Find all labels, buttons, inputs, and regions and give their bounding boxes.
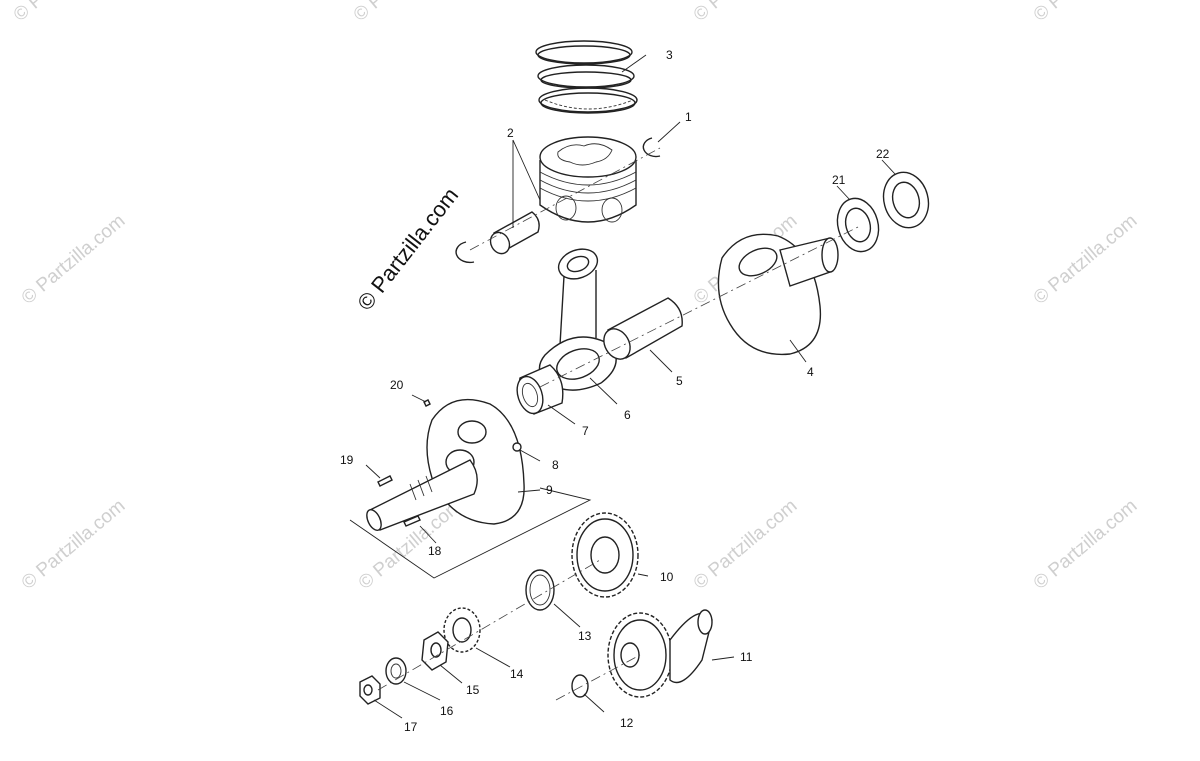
key-18 [403,515,421,527]
callout-15: 15 [466,683,480,697]
assembly-bracket [349,487,592,579]
watermark: © Partzilla.com [18,495,130,593]
callout-18: 18 [428,544,442,558]
crankshaft-right-half [717,233,839,356]
callout-4: 4 [807,365,814,379]
watermark: © Partzilla.com [350,0,462,26]
callout-5: 5 [676,374,683,388]
callout-6: 6 [624,408,631,422]
nut-15-hole [430,642,442,658]
axis-line-balancer [555,654,641,701]
sprocket-14-hub [452,617,472,643]
circlip-lower [455,241,475,264]
watermark: © Partzilla.com [1030,0,1142,26]
callout-10: 10 [660,570,674,584]
bearing-22 [882,171,930,229]
callout-22: 22 [876,147,890,161]
callout-16: 16 [440,704,454,718]
callout-17: 17 [404,720,418,734]
callout-12: 12 [620,716,634,730]
dowel-8 [512,442,522,452]
callout-2: 2 [507,126,514,140]
axis-line-gear [377,559,601,691]
nut-17-hole [363,684,373,696]
callout-8: 8 [552,458,559,472]
callout-1: 1 [685,110,692,124]
callout-21: 21 [832,173,846,187]
washer-16 [385,657,407,685]
watermark: © Partzilla.com [1030,210,1142,308]
leader-lines [365,54,896,719]
nut-15 [421,631,449,671]
callout-3: 3 [666,48,673,62]
pin-20 [423,399,431,407]
balancer-shaft [607,609,713,698]
piston-rings [535,40,638,114]
washer-13 [525,569,555,611]
watermark: © Partzilla.com [10,0,122,26]
washer-12 [571,674,589,698]
callout-19: 19 [340,453,354,467]
watermark: © Partzilla.com [1030,495,1142,593]
connecting-rod [538,248,617,391]
nut-17 [359,675,381,705]
axis-line-pin [469,147,661,251]
washer-13-inner [529,574,551,606]
watermark: © Partzilla.com [690,0,802,26]
washer-16-inner [390,663,402,679]
callout-numbers: 1 2 3 4 5 6 7 8 9 10 11 12 13 14 15 16 1… [340,48,890,734]
circlip-top [642,137,661,158]
sprocket-14 [443,607,481,653]
callout-20: 20 [390,378,404,392]
callout-7: 7 [582,424,589,438]
key-19 [377,475,393,487]
crank-pin [603,297,683,360]
brand-label: © Partzilla.com [352,183,463,315]
watermarks: © Partzilla.com © Partzilla.com © Partzi… [10,0,1142,594]
watermark: © Partzilla.com [18,210,130,308]
callout-11: 11 [740,650,753,664]
crankshaft-left-half [366,398,525,531]
drive-gear [571,512,639,598]
watermark: © Partzilla.com [690,495,802,593]
callout-13: 13 [578,629,592,643]
callout-14: 14 [510,667,524,681]
callout-9: 9 [546,483,553,497]
bearing-21 [836,197,880,253]
needle-bearing [516,364,564,415]
piston-pin [489,211,540,255]
piston [539,136,637,223]
